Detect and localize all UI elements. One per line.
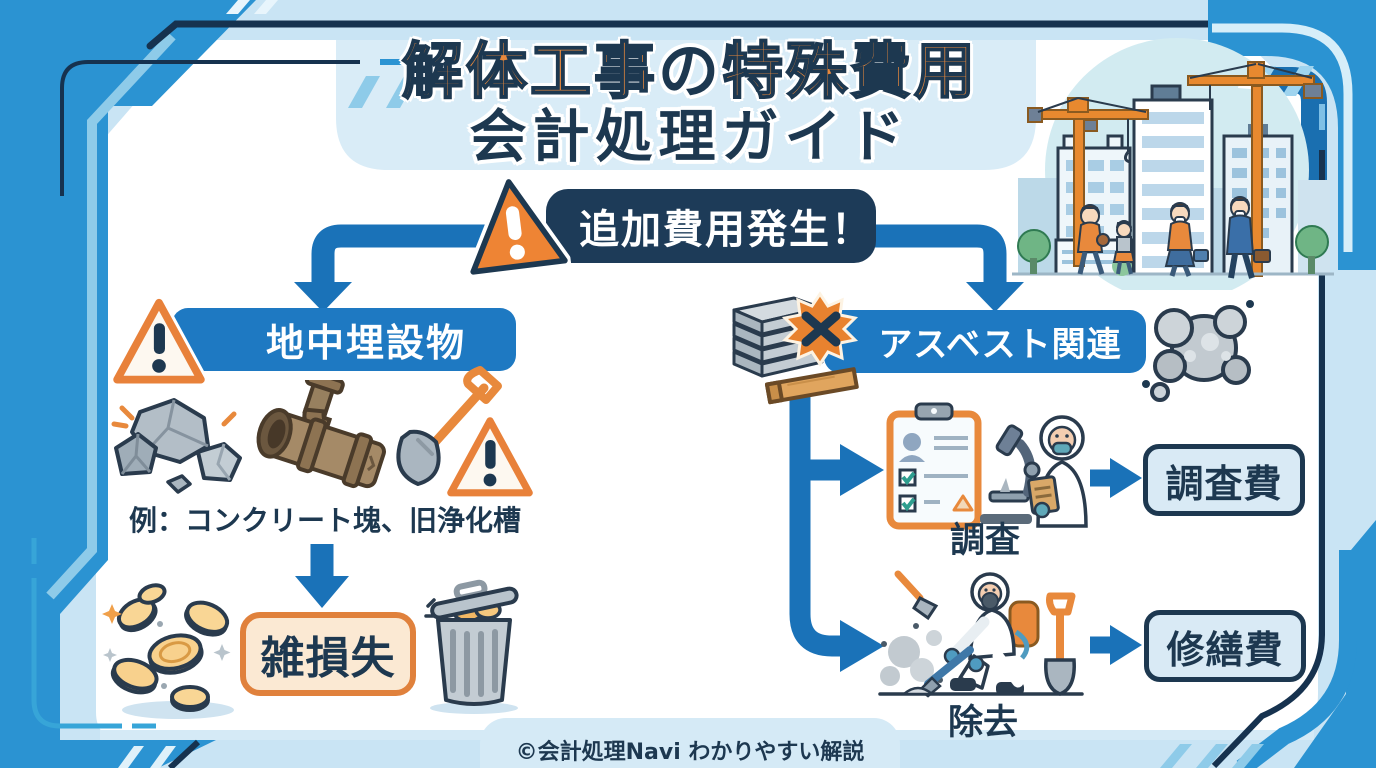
alert-banner-label: 追加費用発生！	[579, 207, 873, 253]
loss-result-label: 雑損失	[260, 633, 396, 684]
survey-illustration	[886, 402, 1088, 530]
alert-banner: 追加費用発生！	[546, 189, 876, 263]
clipboard-icon	[886, 402, 982, 530]
asbestos-material-icon	[732, 291, 859, 405]
rubble-rocks-icon	[111, 398, 242, 494]
shovel-warning-icon	[396, 366, 535, 498]
right-branch-header: アスベスト関連	[824, 310, 1146, 373]
loss-result-box: 雑損失	[240, 612, 416, 696]
page-title: 解体工事の特殊費用 会計処理ガイド	[240, 36, 1140, 171]
left-branch-header-label: 地中埋設物	[265, 321, 466, 365]
removal-step-label: 除去	[947, 703, 1018, 743]
thrown-tool-icon	[894, 570, 939, 621]
inspector-icon	[1027, 415, 1088, 528]
right-branch-header-label: アスベスト関連	[878, 325, 1122, 365]
survey-step-label: 調査	[949, 521, 1020, 561]
footer-band	[480, 718, 900, 768]
repair-cost-label: 修繕費	[1166, 627, 1284, 672]
old-pipe-icon	[256, 380, 386, 489]
caution-triangle-icon	[112, 295, 206, 387]
removal-illustration	[878, 570, 1084, 698]
trash-can-icon	[424, 579, 519, 714]
microscope-icon	[980, 424, 1041, 524]
coins-icon	[102, 583, 234, 719]
survey-cost-box: 調査費	[1143, 444, 1305, 516]
left-branch-header: 地中埋設物	[172, 308, 516, 371]
left-branch-example: 例：コンクリート塊、旧浄化槽	[128, 504, 521, 537]
footer-credit: ©会計処理Navi わかりやすい解説	[515, 740, 865, 765]
city-illustration	[1012, 38, 1334, 290]
repair-cost-box: 修繕費	[1144, 610, 1306, 682]
dust-cloud-icon	[1142, 300, 1254, 402]
title-line2: 会計処理ガイド	[469, 104, 911, 171]
worker-icon	[900, 572, 1040, 698]
title-line1: 解体工事の特殊費用	[401, 36, 979, 107]
standing-shovel-icon	[1044, 592, 1076, 696]
dust-puffs	[880, 623, 943, 686]
warning-triangle-icon	[466, 175, 572, 279]
survey-cost-label: 調査費	[1165, 461, 1283, 506]
